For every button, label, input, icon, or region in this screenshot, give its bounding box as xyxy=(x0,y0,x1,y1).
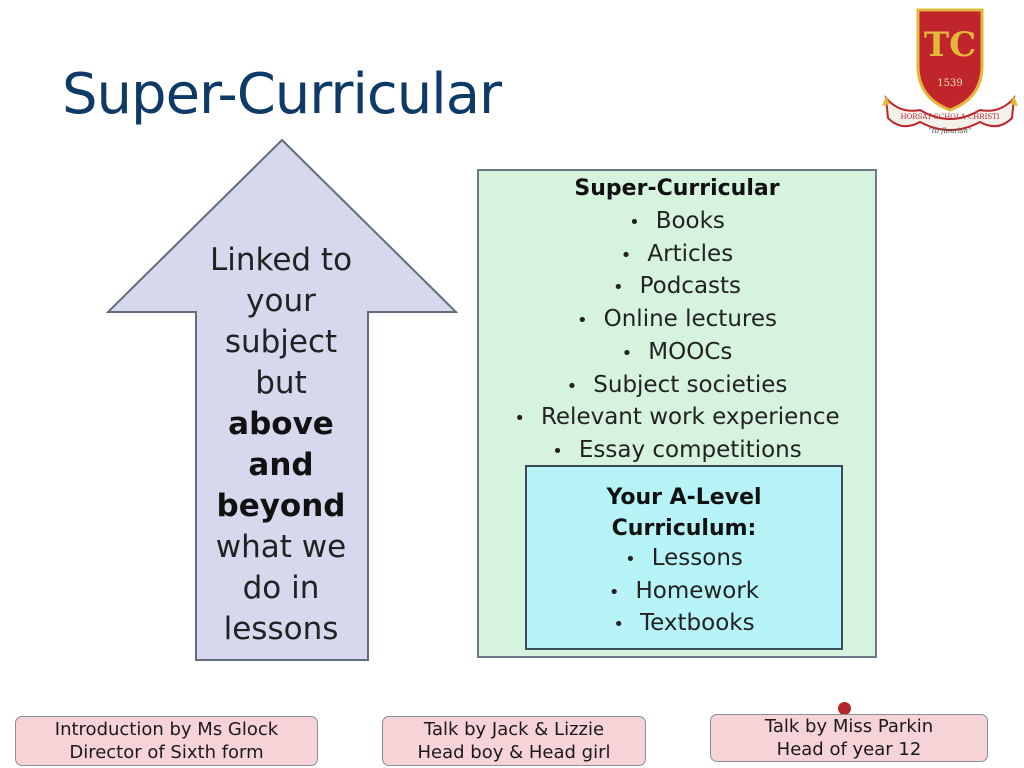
arrow-line: do in xyxy=(242,570,320,606)
svg-text:1539: 1539 xyxy=(937,78,962,89)
arrow-line: subject xyxy=(224,324,338,360)
arrow-line: Linked to xyxy=(209,242,353,278)
super-curricular-list: Books Articles Podcasts Online lectures … xyxy=(477,206,877,468)
list-item: Online lectures xyxy=(477,304,877,337)
svg-text:"to flourish": "to flourish" xyxy=(929,127,972,135)
svg-text:HORSAT SCHOLA CHRISTI: HORSAT SCHOLA CHRISTI xyxy=(900,113,999,121)
button-line: Director of Sixth form xyxy=(69,742,264,763)
talk-jack-lizzie-button[interactable]: Talk by Jack & Lizzie Head boy & Head gi… xyxy=(382,716,646,766)
up-arrow-shape xyxy=(106,138,458,661)
pointer-dot xyxy=(838,702,851,715)
arrow-bold-line: above xyxy=(228,406,334,442)
page-title: Super-Curricular xyxy=(62,62,502,127)
a-level-heading-line: Curriculum: xyxy=(611,516,757,541)
button-line: Talk by Miss Parkin xyxy=(764,716,934,737)
a-level-heading: Your A-Level Curriculum: xyxy=(525,482,843,544)
school-crest-logo: TC 1539 HORSAT SCHOLA CHRISTI "to flouri… xyxy=(882,8,1018,135)
super-curricular-heading: Super-Curricular xyxy=(574,176,780,201)
list-item: Podcasts xyxy=(477,271,877,304)
list-item: Essay competitions xyxy=(477,435,877,468)
intro-ms-glock-button[interactable]: Introduction by Ms Glock Director of Six… xyxy=(15,716,318,766)
arrow-bold-line: beyond xyxy=(216,488,346,524)
arrow-line: but xyxy=(255,365,307,401)
button-line: Head of year 12 xyxy=(776,739,922,760)
arrow-caption: Linked to your subject but above and bey… xyxy=(196,240,366,650)
list-item: Books xyxy=(477,206,877,239)
list-item: Articles xyxy=(477,239,877,272)
talk-miss-parkin-button[interactable]: Talk by Miss Parkin Head of year 12 xyxy=(710,714,988,762)
arrow-line: lessons xyxy=(223,611,339,647)
arrow-line: your xyxy=(246,283,316,319)
button-line: Introduction by Ms Glock xyxy=(54,719,279,740)
list-item: MOOCs xyxy=(477,337,877,370)
list-item: Relevant work experience xyxy=(477,402,877,435)
svg-text:TC: TC xyxy=(924,25,976,65)
list-item: Textbooks xyxy=(525,608,843,641)
arrow-line: what we xyxy=(215,529,347,565)
button-line: Head boy & Head girl xyxy=(417,742,611,763)
list-item: Lessons xyxy=(525,543,843,576)
arrow-bold-line: and xyxy=(248,447,314,483)
a-level-heading-line: Your A-Level xyxy=(606,485,762,510)
list-item: Homework xyxy=(525,576,843,609)
button-line: Talk by Jack & Lizzie xyxy=(423,719,605,740)
list-item: Subject societies xyxy=(477,370,877,403)
a-level-list: Lessons Homework Textbooks xyxy=(525,543,843,641)
